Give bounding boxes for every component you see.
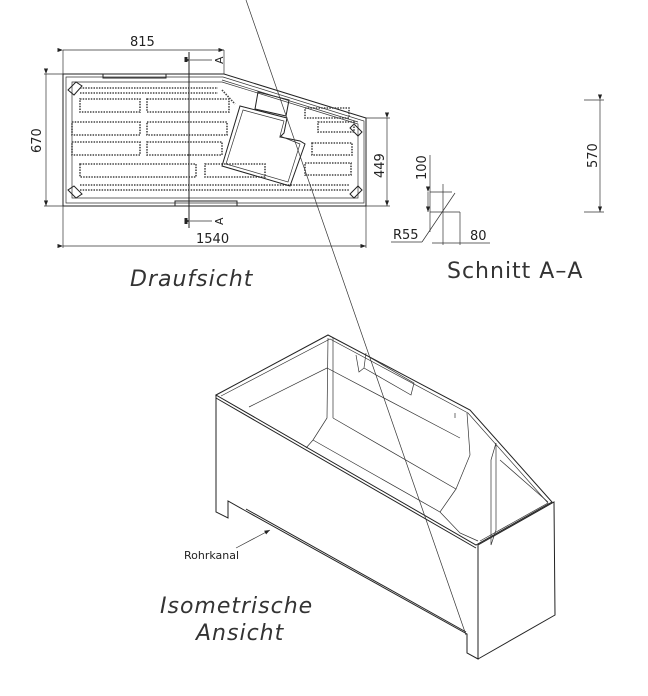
top-view-title: Draufsicht xyxy=(130,267,254,292)
dim-r55: R55 xyxy=(393,228,419,243)
dim-570: 570 xyxy=(586,143,601,168)
top-view: A A 815 1540 670 449 Draufsicht xyxy=(30,35,390,292)
dim-1540: 1540 xyxy=(196,232,229,247)
dim-449: 449 xyxy=(373,153,388,178)
dim-80: 80 xyxy=(470,229,487,244)
dim-815: 815 xyxy=(130,35,155,50)
isometric-title-line2: Ansicht xyxy=(194,621,285,646)
rib-pattern xyxy=(71,87,355,191)
dim-100: 100 xyxy=(415,155,430,180)
isometric-title-line1: Isometrische xyxy=(160,594,313,619)
dim-670: 670 xyxy=(30,128,45,153)
section-marker-bottom: A xyxy=(213,217,226,225)
callout-rohrkanal: Rohrkanal xyxy=(184,549,239,562)
section-view-title: Schnitt A–A xyxy=(447,259,583,284)
section-marker-top: A xyxy=(213,56,226,64)
isometric-view: Rohrkanal Isometrische Ansicht xyxy=(160,0,556,660)
